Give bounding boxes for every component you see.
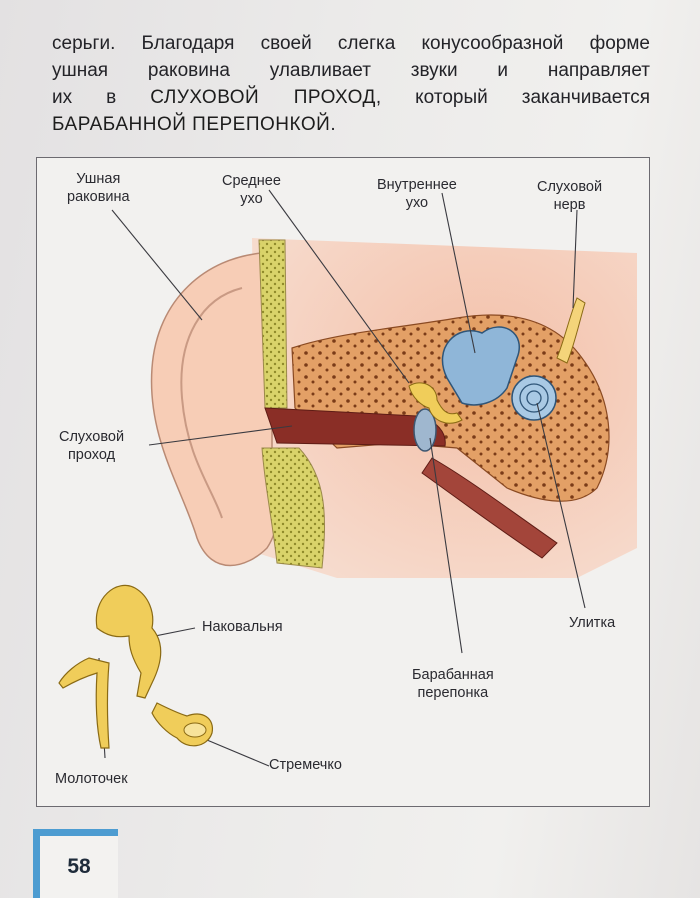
label-malleus: Молоточек [55, 771, 128, 787]
paragraph-text: . [330, 114, 336, 135]
temporal-bone [291, 314, 610, 502]
page-number-tab: 58 [33, 829, 118, 898]
label-eardrum: Барабанная перепонка [412, 667, 494, 701]
ossicles-detail [58, 584, 214, 749]
intro-paragraph: серьги. Благодаря своей слегка конусообр… [52, 30, 650, 138]
cartilage-lower [261, 447, 325, 569]
stapes-shape [151, 702, 214, 747]
cochlea-shape [511, 375, 557, 421]
auditory-nerve-shape [556, 297, 586, 364]
page-number: 58 [40, 836, 118, 898]
label-incus: Наковальня [202, 619, 283, 635]
eustachian-tube [421, 457, 558, 559]
paragraph-line-3: их в СЛУХОВОЙ ПРОХОД, который заканчивае… [52, 84, 650, 111]
label-ear-canal: Слуховой проход [59, 429, 125, 463]
label-inner-ear: Внутреннее ухо [377, 177, 457, 211]
paragraph-text: их в [52, 87, 151, 108]
incus-shape [95, 584, 162, 699]
semicircular-canals [441, 326, 520, 406]
paragraph-line-4: БАРАБАННОЙ ПЕРЕПОНКОЙ. [52, 111, 650, 138]
label-middle-ear: Среднее ухо [222, 173, 281, 207]
pinna-shape [150, 252, 279, 567]
paragraph-text: , который заканчивается [375, 87, 650, 108]
paragraph-line-1: серьги. Благодаря своей слегка конусообр… [52, 33, 650, 54]
ear-anatomy-figure: Ушная раковина Среднее ухо Внутреннее ух… [36, 157, 650, 807]
term-ear-canal: СЛУХОВОЙ ПРОХОД [150, 87, 376, 108]
label-stapes: Стремечко [269, 757, 342, 773]
paragraph-line-2: ушная раковина улавливает звуки и направ… [52, 60, 650, 81]
pinna-fold [180, 287, 243, 519]
label-outer-ear: Ушная раковина [67, 171, 130, 205]
term-eardrum: БАРАБАННОЙ ПЕРЕПОНКОЙ [52, 114, 331, 135]
ear-illustration [58, 189, 637, 767]
leader-lines [98, 189, 586, 767]
ossicles-in-situ [408, 382, 463, 424]
label-auditory-nerve: Слуховой нерв [537, 179, 603, 213]
label-cochlea: Улитка [569, 615, 616, 631]
malleus-shape [58, 657, 110, 749]
cartilage-upper [258, 239, 288, 409]
